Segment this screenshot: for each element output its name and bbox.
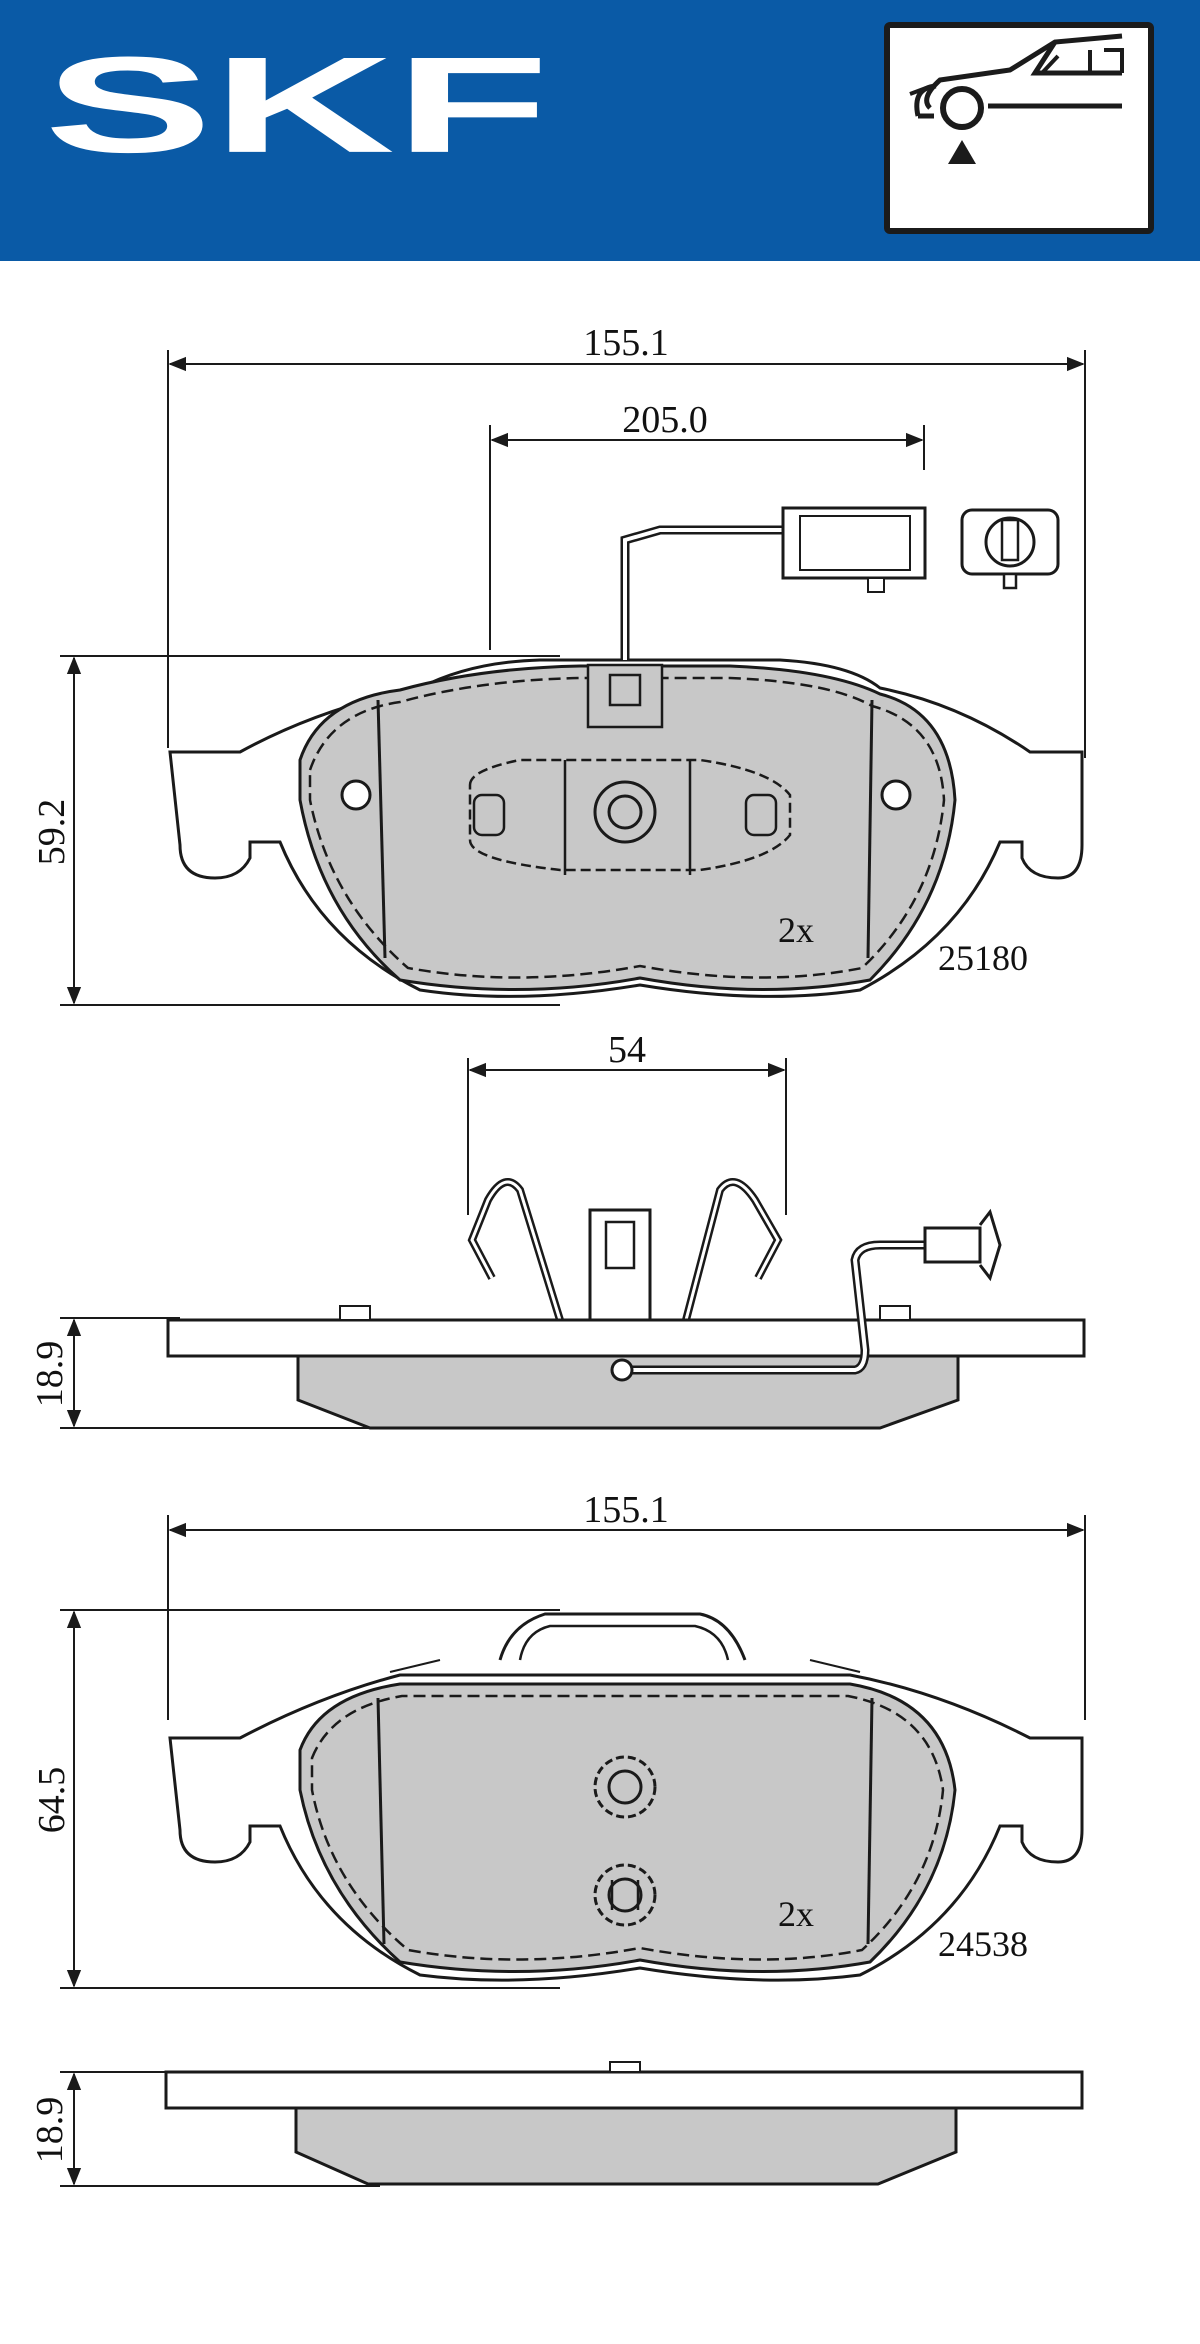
pad-2-height-label: 64.5 (31, 1767, 73, 1834)
pad-2-side-view: 18.9 (29, 2061, 1084, 2187)
technical-drawing: 155.1 205.0 59.2 (29, 322, 1086, 2187)
pad-2-quantity: 2x (778, 1894, 814, 1934)
brand-banner: SKF (0, 0, 1200, 261)
side-2-thickness-label: 18.9 (29, 2097, 71, 2164)
pad-2-friction-material (298, 1682, 957, 1973)
pad-2-part-number: 24538 (938, 1924, 1028, 1964)
pad-1-sensor-connector (781, 506, 927, 580)
pad-1-width-label: 155.1 (583, 322, 669, 364)
logo-text: SKF (44, 52, 549, 181)
pad-2-front-view: 155.1 64.5 2x 24538 (31, 1489, 1086, 1989)
side-2-friction-material (294, 2106, 958, 2186)
connector-end-icon (960, 508, 1060, 590)
vehicle-position-box (884, 22, 1154, 234)
side-1-backing-plate (166, 1318, 1086, 1358)
side-1-thickness-label: 18.9 (29, 1341, 71, 1408)
pad-1-part-number: 25180 (938, 938, 1028, 978)
side-1-spring-label: 54 (608, 1029, 646, 1071)
side-2-backing-plate (164, 2070, 1084, 2110)
pad-1-front-view: 155.1 205.0 59.2 (31, 322, 1086, 1006)
pad-1-side-view: 54 18.9 (29, 1029, 1086, 1430)
pad-1-wire-label: 205.0 (622, 399, 708, 441)
pad-1-quantity: 2x (778, 910, 814, 950)
car-front-axle-icon (909, 33, 1124, 164)
skf-logo: SKF (44, 52, 549, 181)
pad-1-height-label: 59.2 (31, 799, 73, 866)
pad-2-width-label: 155.1 (583, 1489, 669, 1531)
